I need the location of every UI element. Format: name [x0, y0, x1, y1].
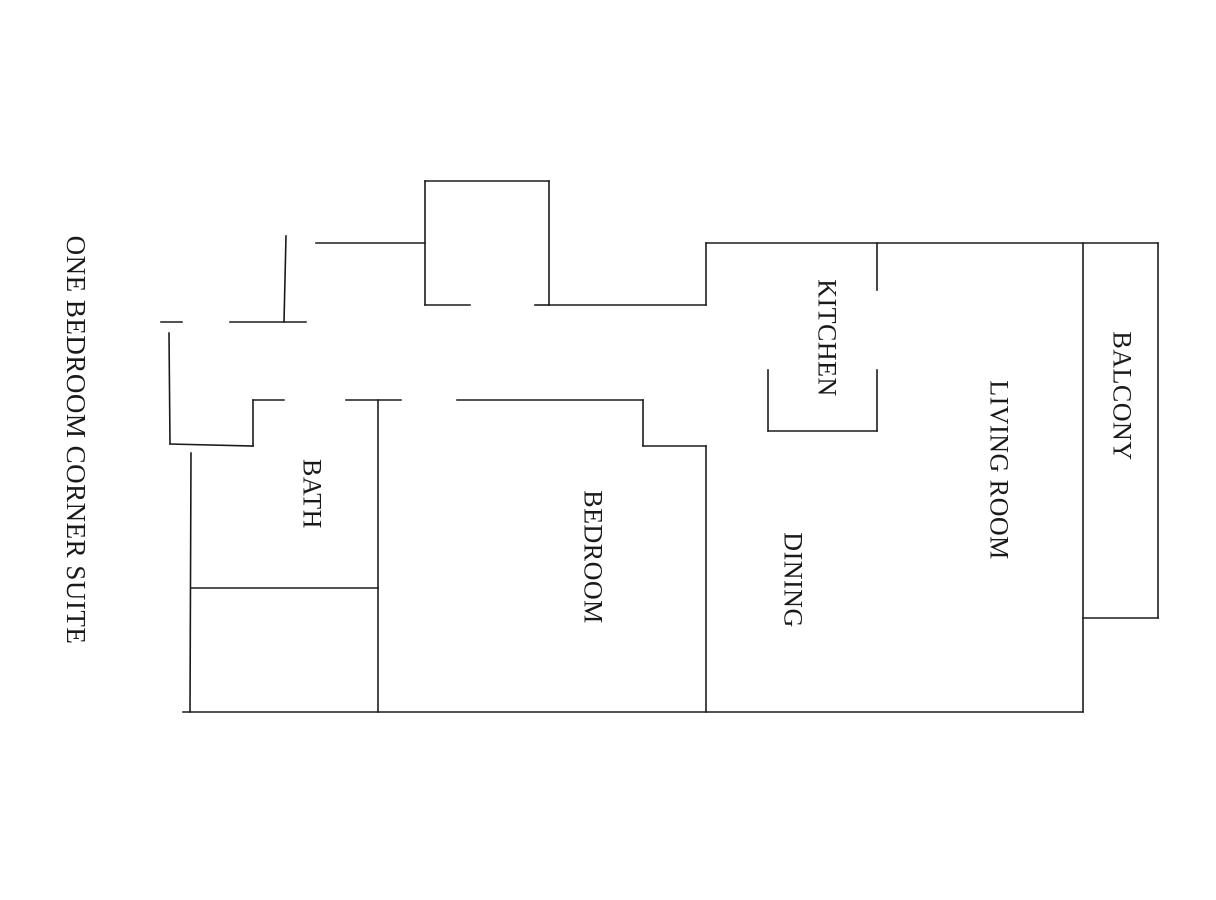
wall-entry-vertical [283, 235, 287, 323]
wall-entry-bottom [169, 443, 254, 447]
room-label-balcony: BALCONY [1108, 331, 1137, 460]
room-label-bedroom: BEDROOM [579, 490, 608, 624]
wall-bath-left [189, 452, 192, 713]
room-label-living-room: LIVING ROOM [985, 380, 1014, 560]
room-label-dining: DINING [779, 532, 808, 627]
wall-entry-left [168, 332, 171, 445]
room-labels: KITCHEN LIVING ROOM BALCONY BATH BEDROOM… [298, 279, 1137, 628]
walls [160, 180, 1159, 713]
plan-title: ONE BEDROOM CORNER SUITE [61, 236, 91, 645]
room-label-kitchen: KITCHEN [813, 279, 842, 397]
room-label-bath: BATH [298, 459, 327, 529]
